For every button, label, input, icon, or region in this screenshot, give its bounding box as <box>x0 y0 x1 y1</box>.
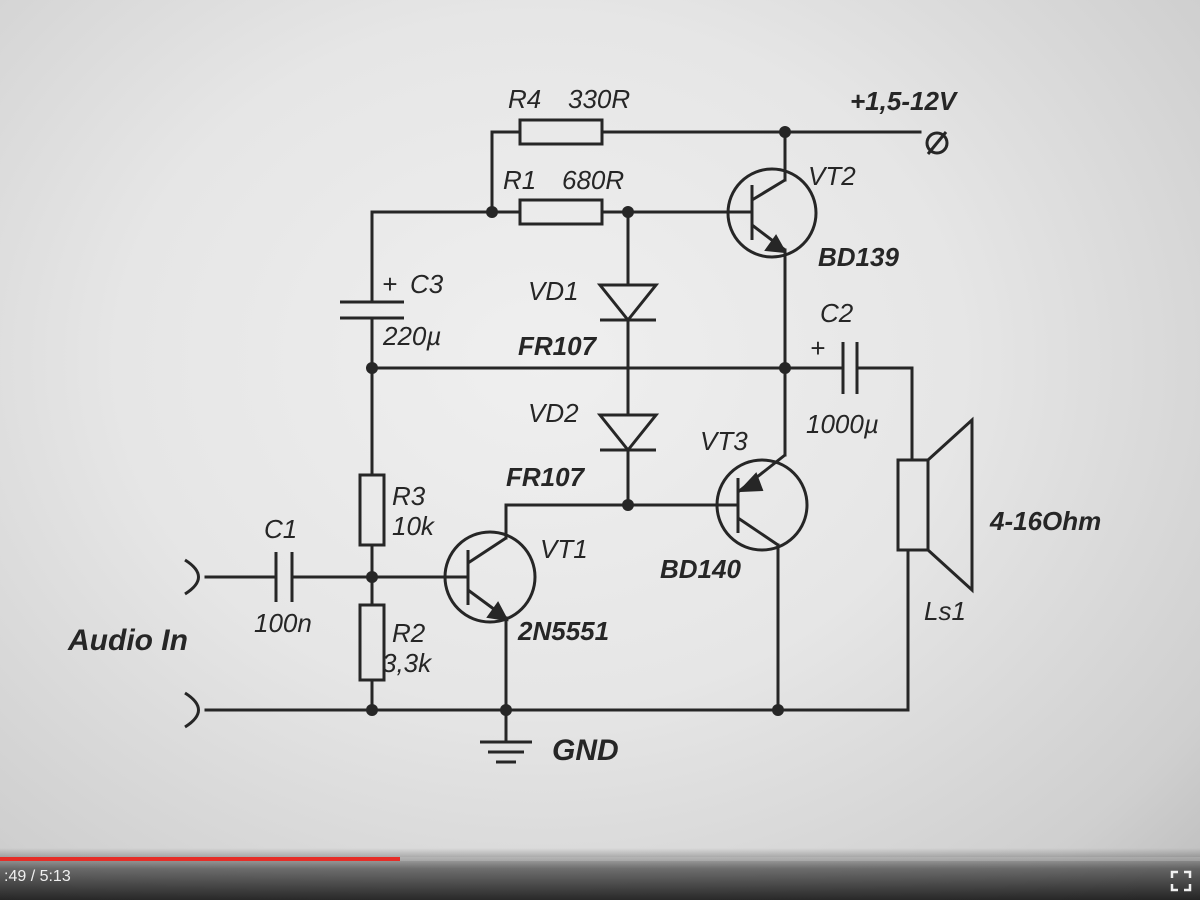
c3-ref: C3 <box>410 269 444 299</box>
load-label: 4-16Ohm <box>989 506 1101 536</box>
diode-vd1 <box>596 283 660 323</box>
capacitor-c2 <box>841 342 859 394</box>
vt3-ref: VT3 <box>700 426 748 456</box>
resistor-r1 <box>518 198 604 226</box>
vt2-ref: VT2 <box>808 161 856 191</box>
progress-fill <box>0 857 400 861</box>
r3-value: 10k <box>392 511 436 541</box>
transistor-vt2 <box>726 167 818 259</box>
vt1-part: 2N5551 <box>517 616 609 646</box>
transistor-vt1 <box>443 530 537 624</box>
ls1-ref: Ls1 <box>924 596 966 626</box>
r1-value: 680R <box>562 165 624 195</box>
r2-value: 3,3k <box>382 648 433 678</box>
capacitor-c3 <box>340 300 404 320</box>
diode-vd2 <box>596 413 660 453</box>
time-display: :49 / 5:13 <box>4 868 71 885</box>
input-jack-ground <box>184 691 200 729</box>
c3-plus: + <box>382 269 397 299</box>
r1-ref: R1 <box>503 165 536 195</box>
r2-ref: R2 <box>392 618 426 648</box>
resistor-r3 <box>358 473 386 547</box>
progress-bar[interactable] <box>0 857 1200 861</box>
vt3-part: BD140 <box>660 554 741 584</box>
vd1-ref: VD1 <box>528 276 579 306</box>
video-player-bar: :49 / 5:13 <box>0 848 1200 900</box>
c1-ref: C1 <box>264 514 297 544</box>
c2-ref: C2 <box>820 298 854 328</box>
speaker-ls1 <box>896 416 974 594</box>
vt2-part: BD139 <box>818 242 899 272</box>
r3-ref: R3 <box>392 481 426 511</box>
capacitor-c1 <box>274 552 294 602</box>
junction-dots <box>366 126 791 716</box>
supply-terminal <box>925 131 949 155</box>
c2-plus: + <box>810 333 825 363</box>
ground-symbol <box>480 740 532 764</box>
r4-value: 330R <box>568 84 630 114</box>
transistor-vt3 <box>715 453 809 552</box>
resistor-r4 <box>518 118 604 146</box>
supply-label: +1,5-12V <box>850 86 959 116</box>
vt1-ref: VT1 <box>540 534 588 564</box>
input-label: Audio In <box>67 624 188 657</box>
resistor-r2 <box>358 603 386 682</box>
vd2-part: FR107 <box>506 462 586 492</box>
fullscreen-icon <box>1170 870 1192 892</box>
c2-value: 1000µ <box>806 409 879 439</box>
c3-value: 220µ <box>382 321 441 351</box>
c1-value: 100n <box>254 608 312 638</box>
vd1-part: FR107 <box>518 331 598 361</box>
fullscreen-button[interactable] <box>1170 870 1192 892</box>
input-jack-signal <box>184 558 200 596</box>
gnd-label: GND <box>552 734 619 767</box>
r4-ref: R4 <box>508 84 541 114</box>
vd2-ref: VD2 <box>528 398 579 428</box>
